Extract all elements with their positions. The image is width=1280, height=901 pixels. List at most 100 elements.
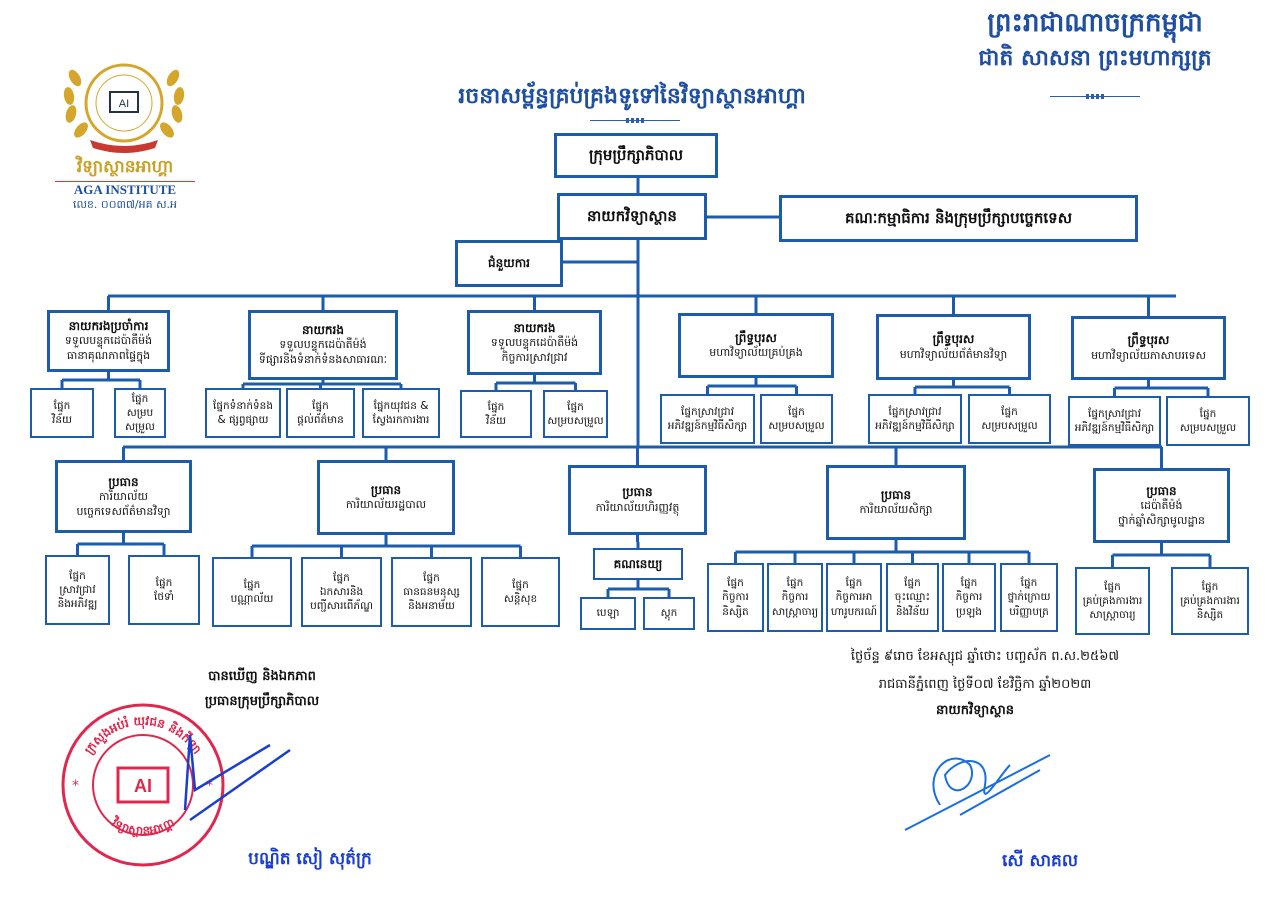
reference-number: លេខ. ០០៣៧/អគ ស.អ — [72, 198, 178, 211]
office-box-subtitle: ការិយាល័យ បច្ចេកទេសព័ត៌មានវិទ្យា — [76, 489, 171, 518]
unit-box-subtitle: ទទួលបន្ទុកដេប៉ាតឺម៉ង់ ធានាគុណភាពផ្ទៃក្នុ… — [64, 334, 153, 363]
unit-box-title: នាយករងប្រចាំការ — [68, 319, 149, 334]
office-box: ប្រធានការិយាល័យ បច្ចេកទេសព័ត៌មានវិទ្យា — [55, 460, 192, 533]
title-ornament — [590, 118, 680, 123]
office-box: ប្រធានដេប៉ាតឺម៉ង់ ថ្នាក់ឆ្នាំសិក្សាមូលដ្… — [1093, 468, 1230, 543]
board-box-title: ក្រុមប្រឹក្សាភិបាល — [588, 146, 684, 165]
section-box: ផ្នែក សន្តិសុខ — [481, 557, 560, 627]
chairman-name: បណ្ឌិត សៀ សុត៌ក្រ — [248, 849, 372, 869]
section-box-title: ផ្នែកស្រាវជ្រាវ អភិវឌ្ឍន៍កម្មវិធីសិក្សា — [667, 405, 748, 432]
section-box-title: ផ្នែក សម្របសម្រួល — [1179, 407, 1237, 434]
section-box: ផ្នែក គ្រប់គ្រងការងារ សាស្ត្រាចារ្យ — [1075, 567, 1150, 635]
section-box-title: ផ្នែក កិច្ចការ ប្រឡង — [955, 577, 983, 618]
unit-box-title: ព្រឹទ្ធបុរស — [932, 332, 975, 347]
section-box-title: បេឡា — [596, 607, 620, 620]
svg-text:*: * — [206, 778, 213, 794]
assistant-box-title: ជំនួយការ — [488, 256, 530, 271]
section-box: ផ្នែក គ្រប់គ្រងការងារ និស្សិត — [1171, 567, 1249, 635]
section-box: ផ្នែក សម្របសម្រួល — [760, 394, 833, 444]
office-box-title: ប្រធាន — [880, 487, 912, 502]
unit-box-subtitle: ទទួលបន្ទុកដេប៉ាតឺម៉ង់ ទីផ្សារនិងទំនាក់ទំ… — [258, 338, 388, 367]
office-box-title: ប្រធាន — [622, 485, 653, 500]
svg-text:AI: AI — [134, 776, 152, 796]
section-box: ផ្នែក ឯកសារនិង បញ្ជីសារពើភ័ណ្ឌ — [301, 557, 382, 627]
section-box: ផ្នែក វិន័យ — [30, 388, 94, 438]
section-box: ផ្នែក ថែទាំ — [128, 555, 200, 625]
section-box-title: ផ្នែក ចុះឈ្មោះ និងវិន័យ — [894, 577, 931, 618]
section-box: ផ្នែកស្រាវជ្រាវ អភិវឌ្ឍន៍កម្មវិធីសិក្សា — [868, 394, 962, 444]
section-box-title: ផ្នែក ធានធនមនុស្ស និងអនាម័យ — [403, 571, 460, 613]
approval-role: ប្រធានក្រុមប្រឹក្សាភិបាល — [204, 694, 320, 709]
committee-box: គណៈកម្មាធិការ និងក្រុមប្រឹក្សាបច្ចេកទេស — [779, 195, 1138, 242]
unit-box-subtitle: មហាវិទ្យាល័យគ្រប់គ្រង — [709, 346, 803, 360]
section-box: ផ្នែក សម្របសម្រួល — [968, 394, 1051, 444]
office-box: ប្រធានការិយាល័យសិក្សា — [826, 465, 966, 540]
accounting-box: គណនេយ្យ — [593, 548, 683, 580]
board-box: ក្រុមប្រឹក្សាភិបាល — [554, 133, 718, 178]
director-box: នាយកវិទ្យាស្ថាន — [557, 193, 707, 240]
unit-box-title: ព្រឹទ្ធបុរស — [1127, 333, 1170, 348]
assistant-box: ជំនួយការ — [455, 240, 563, 287]
office-box-subtitle: ការិយាល័យសិក្សា — [859, 503, 933, 517]
section-box-title: ផ្នែកទំនាក់ទំនង & ផ្សព្វផ្សាយ — [213, 399, 273, 426]
section-box: ផ្នែក ថ្នាក់ក្រោយ បរិញ្ញាបត្រ — [1000, 563, 1058, 632]
office-box-subtitle: ការិយាល័យហិរញ្ញវត្ថុ — [595, 500, 680, 514]
svg-text:AI: AI — [119, 98, 129, 110]
office-box-subtitle: ការិយាល័យរដ្ឋបាល — [345, 498, 427, 512]
section-box: ផ្នែក ចុះឈ្មោះ និងវិន័យ — [886, 563, 939, 632]
document-date: រាជធានីភ្នំពេញ ថ្ងៃទី០៧ ខែវិច្ឆិកា ឆ្នាំ… — [878, 677, 1092, 692]
section-box: ផ្នែក កិច្ចការ និស្សិត — [707, 563, 764, 632]
office-box: ប្រធានការិយាល័យហិរញ្ញវត្ថុ — [568, 465, 707, 535]
section-box-title: ផ្នែក វិន័យ — [486, 400, 506, 427]
section-box-title: ផ្នែក កិច្ចការ សាស្ត្រាចារ្យ — [771, 577, 819, 618]
section-box-title: ផ្នែក សម្របសម្រួល — [981, 405, 1038, 432]
chairman-signature — [183, 734, 291, 822]
section-box: ផ្នែក កិច្ចការអា ហារូបករណ៍ — [826, 563, 882, 632]
approval-line: បានឃើញ និងឯកភាព — [208, 669, 316, 684]
section-box: ផ្នែក កិច្ចការ សាស្ត្រាចារ្យ — [767, 563, 823, 632]
section-box-title: ផ្នែកស្រាវជ្រាវ អភិវឌ្ឍន៍កម្មវិធីសិក្សា — [875, 405, 955, 432]
section-box-title: ស្តុក — [660, 607, 678, 620]
section-box-title: ផ្នែក ស្រាវជ្រាវ និងអភិវឌ្ឍ — [57, 569, 98, 611]
page-title: រចនាសម្ព័ន្ធគ្រប់គ្រងទូទៅនៃវិទ្យាស្ថានអា… — [458, 84, 806, 109]
unit-box-subtitle: មហាវិទ្យាល័យព័ត៌មានវិទ្យា — [899, 347, 1008, 361]
section-box-title: ផ្នែក កិច្ចការ និស្សិត — [722, 577, 749, 618]
section-box: ផ្នែក កិច្ចការ ប្រឡង — [942, 563, 996, 632]
logo-name-en: AGA INSTITUTE — [73, 182, 177, 197]
laurel-emblem-icon: AI — [63, 63, 185, 153]
section-box-title: ផ្នែក ថែទាំ — [154, 576, 174, 603]
unit-box-title: នាយករង — [302, 323, 344, 338]
logo-name-kh: វិទ្យាស្ថានអាហ្គា — [55, 156, 195, 182]
svg-text:*: * — [72, 778, 79, 794]
section-box-title: ផ្នែកយុវជន & ស្វែងរកការងារ — [372, 399, 430, 426]
committee-box-title: គណៈកម្មាធិការ និងក្រុមប្រឹក្សាបច្ចេកទេស — [845, 209, 1072, 228]
section-box-title: ផ្នែកស្រាវជ្រាវ អភិវឌ្ឍន៍កម្មវិធីសិក្សា — [1074, 407, 1155, 434]
office-box-title: ប្រធាន — [108, 474, 139, 489]
section-box: ផ្នែក ធានធនមនុស្ស និងអនាម័យ — [391, 557, 472, 627]
section-box-title: ផ្នែក ផ្តល់ព័ត៌មាន — [297, 399, 344, 426]
official-stamp: ក្រសួងអប់រំ យុវជន និងកីឡា វិទ្យាស្ថានអាហ… — [61, 703, 225, 867]
director-role: នាយកវិទ្យាស្ថាន — [936, 703, 1014, 718]
section-box-title: ផ្នែក សម្របសម្រួល — [547, 400, 604, 427]
unit-box: នាយករងប្រចាំការទទួលបន្ទុកដេប៉ាតឺម៉ង់ ធាន… — [47, 310, 170, 372]
section-box-title: ផ្នែក សន្តិសុខ — [503, 578, 538, 605]
unit-box: នាយករងទទួលបន្ទុកដេប៉ាតឺម៉ង់ ទីផ្សារនិងទំ… — [248, 310, 398, 380]
section-box-title: ផ្នែក សម្របសម្រួល — [125, 392, 155, 434]
director-signature — [904, 754, 1051, 831]
office-box-title: ប្រធាន — [370, 482, 402, 497]
office-box-title: ប្រធាន — [1146, 483, 1177, 498]
section-box-title: ផ្នែក បណ្ណាល័យ — [230, 578, 274, 605]
unit-box: ព្រឹទ្ធបុរសមហាវិទ្យាល័យព័ត៌មានវិទ្យា — [876, 314, 1031, 380]
kingdom-heading: ព្រះរាជាណាចក្រកម្ពុជា — [987, 8, 1203, 38]
section-box: ផ្នែកស្រាវជ្រាវ អភិវឌ្ឍន៍កម្មវិធីសិក្សា — [1068, 396, 1161, 446]
section-box-title: ផ្នែក គ្រប់គ្រងការងារ សាស្ត្រាចារ្យ — [1082, 580, 1143, 622]
section-box: ផ្នែក បណ្ណាល័យ — [212, 557, 292, 627]
section-box-title: ផ្នែក វិន័យ — [52, 399, 72, 426]
office-box-subtitle: ដេប៉ាតឺម៉ង់ ថ្នាក់ឆ្នាំសិក្សាមូលដ្ឋាន — [1118, 498, 1205, 527]
section-box: ផ្នែក ផ្តល់ព័ត៌មាន — [286, 388, 355, 438]
section-box: ផ្នែកយុវជន & ស្វែងរកការងារ — [362, 388, 440, 438]
section-box: ផ្នែក ស្រាវជ្រាវ និងអភិវឌ្ឍ — [45, 555, 110, 625]
lunar-date: ថ្ងៃច័ន្ទ ៩រោច ខែអស្សុជ ឆ្នាំថោះ បញ្ចស័ក… — [850, 649, 1120, 664]
section-box-title: ផ្នែក គ្រប់គ្រងការងារ និស្សិត — [1180, 580, 1240, 622]
